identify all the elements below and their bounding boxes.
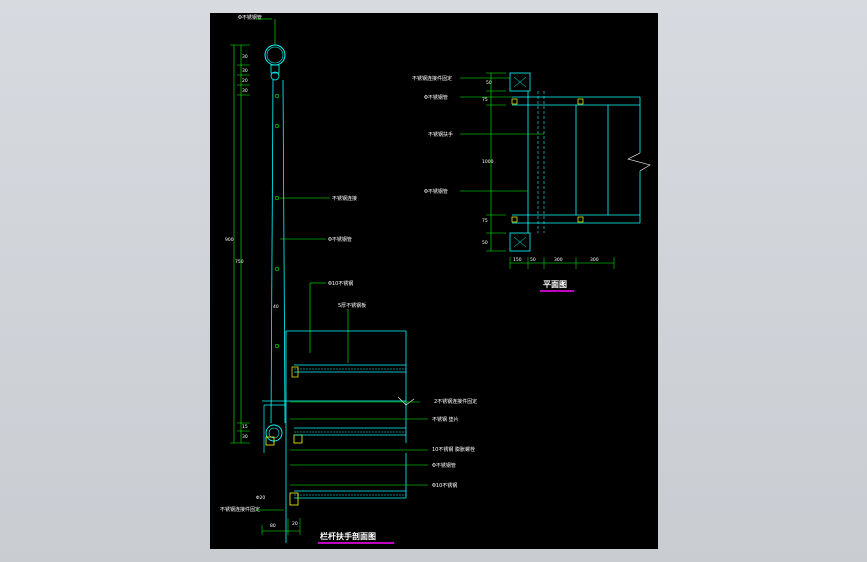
plan-dim-h3: 300 bbox=[554, 257, 563, 263]
plan-bolt-3 bbox=[511, 216, 518, 223]
label-bracket: 不锈钢连接 bbox=[332, 195, 357, 202]
plan-dim-v1: 50 bbox=[486, 80, 492, 86]
label-embed-b: 不锈钢 垫片 bbox=[432, 416, 459, 423]
bolt-step-3 bbox=[289, 492, 299, 506]
post-bolt-1 bbox=[274, 93, 280, 99]
plan-embed-bottom bbox=[509, 232, 531, 252]
plan-dim-h1: 150 bbox=[513, 257, 522, 263]
label-glass: 5厚不锈钢板 bbox=[338, 302, 366, 309]
handrail-joint bbox=[270, 71, 280, 81]
handrail-saddle bbox=[270, 64, 280, 74]
handrail-tube bbox=[264, 44, 286, 66]
post-right-edge bbox=[282, 79, 286, 424]
plan-embed-top bbox=[509, 72, 531, 92]
label-step-a: Φ10不锈钢 bbox=[328, 280, 353, 287]
plan-embed-bottom-x bbox=[513, 236, 527, 248]
plan-bolt-4 bbox=[577, 216, 584, 223]
label-embed-a: 2不锈钢连接件固定 bbox=[434, 398, 477, 405]
bolt-anchor-left bbox=[265, 436, 275, 446]
plan-label-b: Φ不锈钢管 bbox=[424, 94, 448, 101]
dim-mid: 750 bbox=[235, 259, 244, 265]
plan-dim-h4: 300 bbox=[590, 257, 599, 263]
label-top-tube: Φ不锈钢管 bbox=[238, 14, 262, 21]
plan-dim-v3: 1000 bbox=[482, 159, 494, 165]
label-post-tube: Φ不锈钢管 bbox=[328, 236, 352, 243]
plan-dim-v2: 75 bbox=[482, 97, 488, 103]
bolt-anchor-right bbox=[293, 434, 303, 444]
label-embed-d: Φ不锈钢管 bbox=[432, 462, 456, 469]
bolt-step-1 bbox=[291, 366, 299, 378]
plan-bolt-1 bbox=[511, 98, 518, 105]
post-bolt-5 bbox=[274, 343, 280, 349]
post-left-edge bbox=[270, 79, 274, 424]
anchor-tube-inner bbox=[268, 427, 280, 439]
plan-embed-top-x bbox=[513, 76, 527, 88]
dim-d4: 30 bbox=[242, 88, 248, 94]
label-embed-e: Φ10不锈钢 bbox=[432, 482, 457, 489]
dim-d1: 30 bbox=[242, 54, 248, 60]
post-bolt-3 bbox=[274, 195, 280, 201]
plan-break-mark bbox=[627, 152, 651, 172]
label-bolt-left: Φ20 bbox=[256, 495, 265, 501]
plan-label-c: 不锈钢扶手 bbox=[428, 131, 453, 138]
dim-w2: 20 bbox=[292, 521, 298, 527]
break-line-mark bbox=[397, 396, 415, 406]
post-bolt-4 bbox=[274, 266, 280, 272]
dim-d3: 20 bbox=[242, 78, 248, 84]
dim-total: 900 bbox=[225, 237, 234, 243]
dim-d6: 15 bbox=[242, 424, 248, 430]
handrail-tube-inner bbox=[266, 46, 284, 64]
plan-dim-v4: 75 bbox=[482, 218, 488, 224]
plan-dim-h2: 50 bbox=[530, 257, 536, 263]
plan-bolt-2 bbox=[577, 98, 584, 105]
label-fixing: 不锈钢连接件固定 bbox=[220, 506, 260, 513]
dim-d2: 30 bbox=[242, 68, 248, 74]
plan-label-a: 不锈钢连接件固定 bbox=[412, 75, 452, 82]
drawing-sheet: Φ不锈钢管 不锈钢连接 Φ不锈钢管 bbox=[210, 13, 658, 549]
dim-d7: 30 bbox=[242, 434, 248, 440]
dim-d5: 40 bbox=[273, 304, 279, 310]
plan-label-d: Φ不锈钢管 bbox=[424, 188, 448, 195]
plan-dim-v5: 50 bbox=[482, 240, 488, 246]
plan-title: 平面图 bbox=[543, 280, 567, 289]
dim-w1: 80 bbox=[270, 523, 276, 529]
post-bolt-2 bbox=[274, 123, 280, 129]
label-embed-c: 10不锈钢 膨胀螺栓 bbox=[432, 446, 475, 453]
section-title: 栏杆扶手剖面图 bbox=[320, 531, 376, 541]
drawing-canvas: Φ不锈钢管 不锈钢连接 Φ不锈钢管 bbox=[220, 14, 651, 544]
